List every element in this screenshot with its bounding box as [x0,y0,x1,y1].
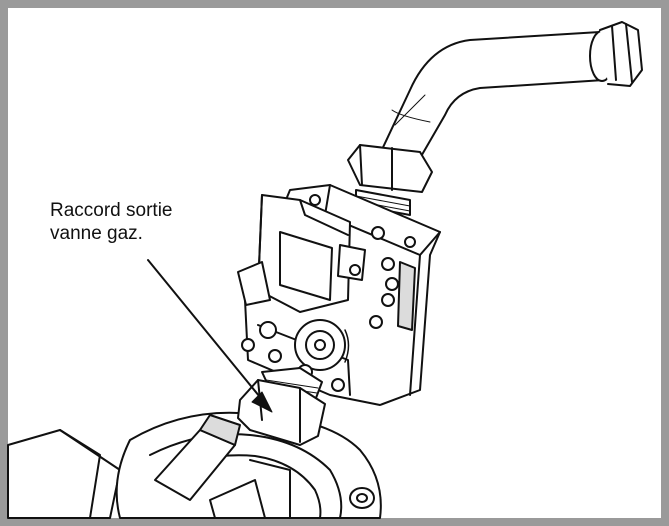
callout-leader [147,259,273,413]
callout-label-line2: vanne gaz. [50,223,143,244]
callout-label-line1: Raccord sortie [50,200,173,221]
pipe-nut [347,144,433,216]
burner-housing [7,411,382,519]
solenoid-coil [237,194,366,313]
gas-pipe [377,21,643,173]
callout-label: Raccord sortie vanne gaz. [50,199,173,245]
